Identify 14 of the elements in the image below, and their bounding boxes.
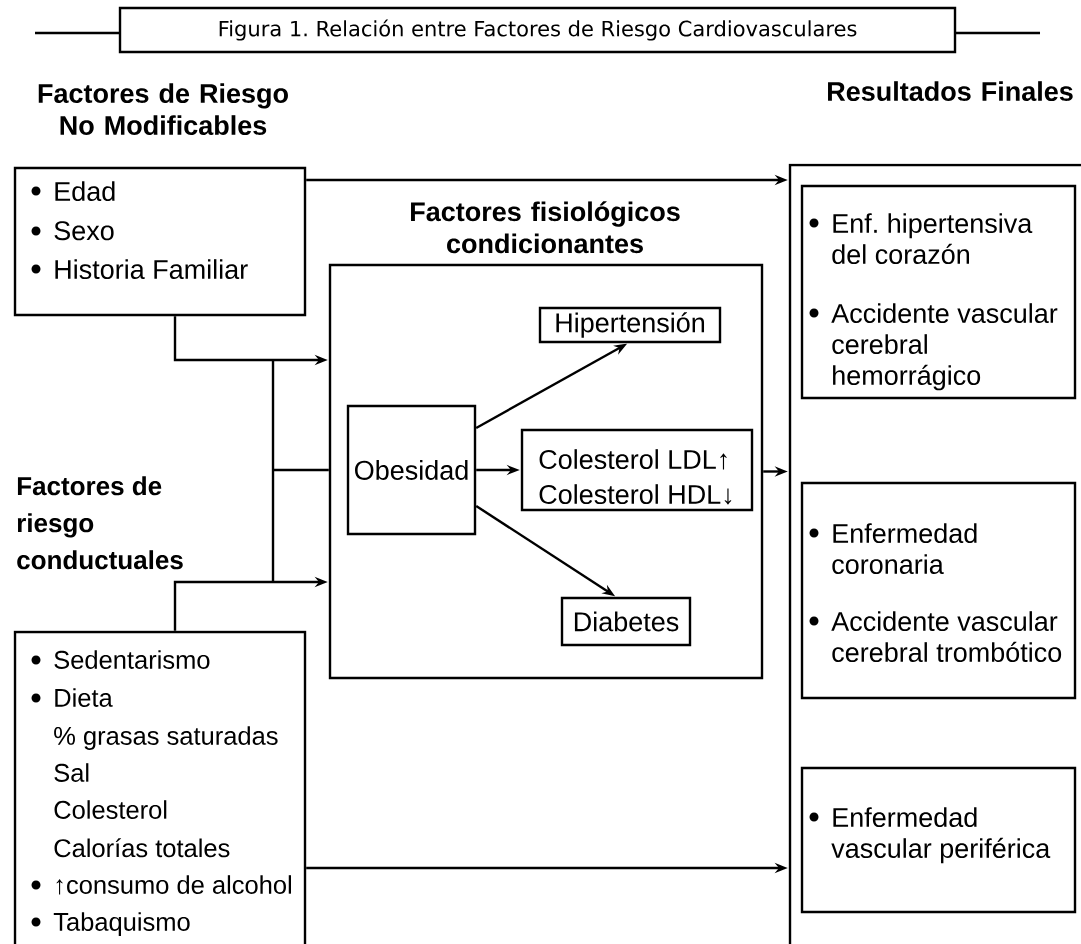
node-label: Factores fisiológicos condicionantes xyxy=(411,201,680,254)
section-heading: Factores de riesgo conductuales xyxy=(17,476,183,570)
factor-box: Diabetes xyxy=(560,596,692,647)
factor-box: Colesterol LDL↑ Colesterol HDL↓ xyxy=(520,428,754,512)
risk-factor-box: Factores de Riesgo No Modificables Edad Sexo Historia Familiar xyxy=(13,83,307,317)
outcome-box: Enfermedad coronaria Accidente vascular cerebral trombótico xyxy=(800,481,1077,700)
node-label: Factores de Riesgo No Modificables xyxy=(38,83,288,136)
factor-box: Obesidad xyxy=(346,404,477,536)
factor-box: Hipertensión xyxy=(538,306,722,344)
risk-factor-box: Sedentarismo Dieta % grasas saturadas Sal Colesterol Calorías totales ↑consumo de alcohol Tabaquismo xyxy=(13,630,307,944)
node-label: Resultados Finales xyxy=(828,81,1073,102)
title-box: Figura 1. Relación entre Factores de Riesgo Cardiovasculares xyxy=(35,6,1040,54)
outcome-box: Enfermedad vascular periférica xyxy=(800,766,1077,914)
outcome-box: Enf. hipertensiva del corazón Accidente vascular cerebral hemorrágico xyxy=(800,184,1077,400)
